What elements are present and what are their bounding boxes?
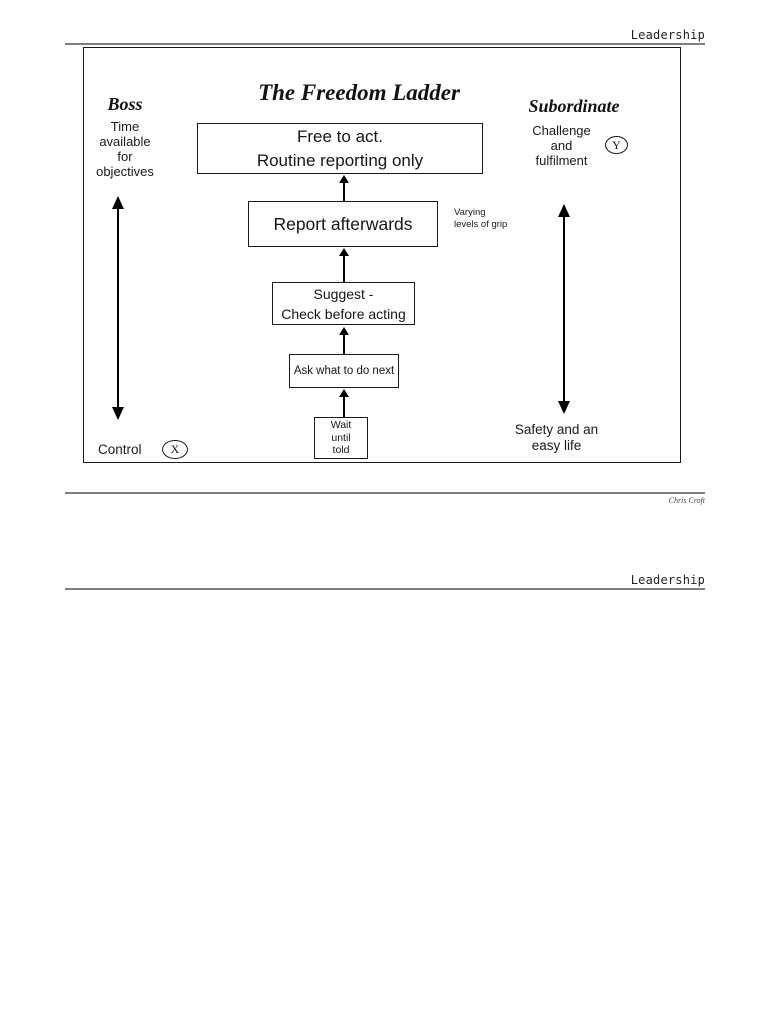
arrow-shaft <box>343 181 345 201</box>
varying-grip-annotation: Varying levels of grip <box>454 207 508 230</box>
ladder-step-free-to-act: Free to act. Routine reporting only <box>197 123 483 174</box>
arrow-shaft <box>562 215 566 403</box>
ladder-step-report-afterwards: Report afterwards <box>248 201 438 247</box>
header-rule <box>65 43 705 45</box>
ladder-step-ask-what-to-do: Ask what to do next <box>289 354 399 388</box>
up-arrow-icon <box>337 389 351 417</box>
arrow-head-down-icon <box>558 401 570 414</box>
control-label: Control <box>98 442 142 457</box>
theory-y-badge: Y <box>605 136 628 154</box>
up-arrow-icon <box>337 248 351 282</box>
boss-axis-label: Time available for objectives <box>96 119 154 179</box>
arrow-shaft <box>343 395 345 417</box>
diagram-title: The Freedom Ladder <box>258 80 460 105</box>
arrow-shaft <box>343 254 345 282</box>
freedom-ladder-diagram: The Freedom Ladder Boss Time available f… <box>83 47 681 463</box>
arrow-head-up-icon <box>558 204 570 217</box>
header-course-label: Leadership <box>630 28 705 42</box>
ladder-step-wait-until-told: Wait until told <box>314 417 368 459</box>
safety-label: Safety and an easy life <box>514 422 599 453</box>
subordinate-heading: Subordinate <box>528 96 620 116</box>
footer-course-label: Leadership <box>630 573 705 587</box>
theory-x-badge: X <box>162 440 188 459</box>
arrow-head-up-icon <box>112 196 124 209</box>
arrow-head-up-icon <box>339 327 349 335</box>
theory-x-badge-letter: X <box>170 442 180 456</box>
arrow-head-up-icon <box>339 389 349 397</box>
up-arrow-icon <box>337 175 351 201</box>
subordinate-axis-label: Challenge and fulfilment <box>532 123 591 168</box>
arrow-shaft <box>343 333 345 354</box>
theory-y-badge-letter: Y <box>612 137 621 152</box>
footer-rule <box>65 492 705 494</box>
up-arrow-icon <box>337 327 351 354</box>
author-credit: Chris Croft <box>668 496 705 505</box>
footer-rule-2 <box>65 588 705 590</box>
boss-heading: Boss <box>107 94 143 114</box>
arrow-shaft <box>116 207 120 409</box>
subordinate-axis-double-arrow-icon <box>557 204 571 414</box>
arrow-head-down-icon <box>112 407 124 420</box>
arrow-head-up-icon <box>339 175 349 183</box>
ladder-step-suggest-check: Suggest - Check before acting <box>272 282 415 325</box>
boss-axis-double-arrow-icon <box>111 196 125 420</box>
arrow-head-up-icon <box>339 248 349 256</box>
